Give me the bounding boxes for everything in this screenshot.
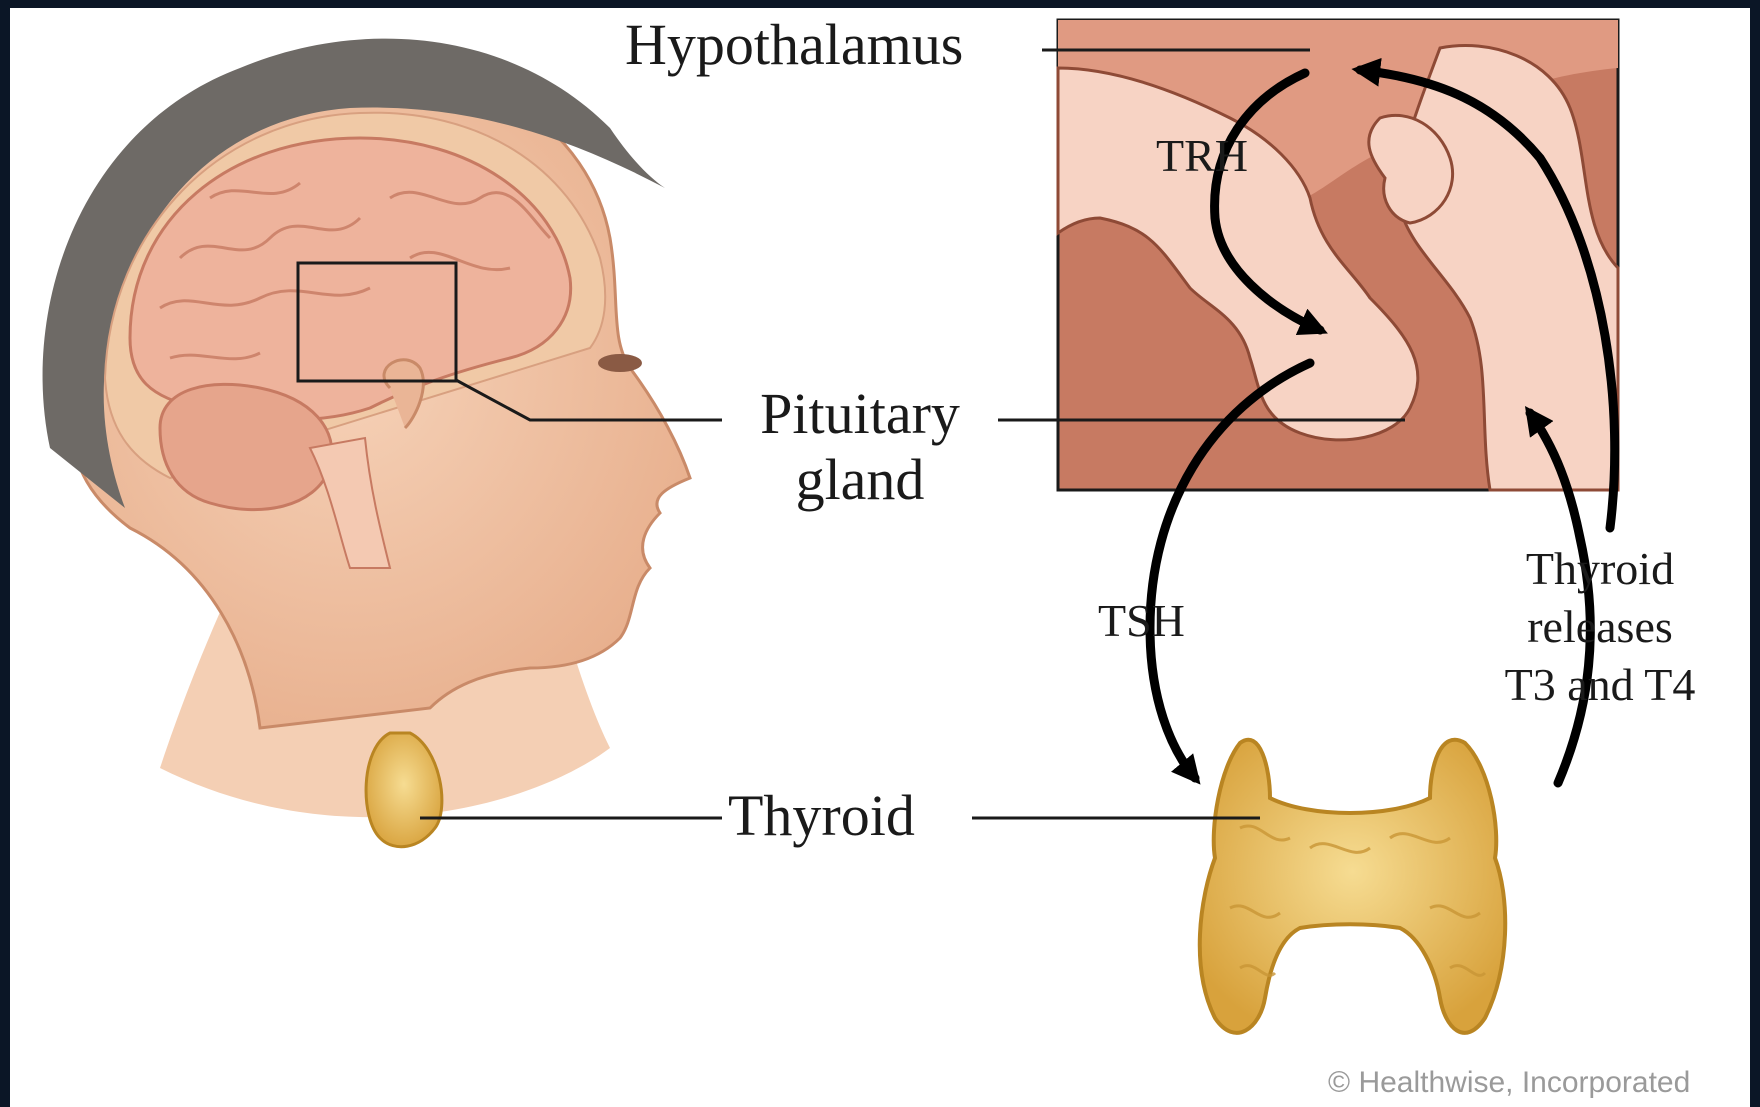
thyroid-releases-label: Thyroid releases T3 and T4 xyxy=(1455,546,1745,708)
thyroid-label: Thyroid xyxy=(728,787,915,845)
pituitary-gland-label: Pituitary gland xyxy=(722,385,998,509)
release-label-line3: T3 and T4 xyxy=(1455,662,1745,708)
hypothalamus-label: Hypothalamus xyxy=(625,16,963,74)
diagram-canvas: Hypothalamus Pituitary gland Thyroid TRH… xyxy=(10,8,1750,1107)
trh-label: TRH xyxy=(1156,133,1248,179)
pituitary-label-line2: gland xyxy=(722,451,998,509)
tsh-label: TSH xyxy=(1098,598,1185,644)
head-illustration xyxy=(43,39,690,847)
copyright-credit: © Healthwise, Incorporated xyxy=(1328,1066,1690,1100)
eye-shape xyxy=(598,354,642,372)
release-label-line2: releases xyxy=(1455,604,1745,650)
pituitary-label-line1: Pituitary xyxy=(722,385,998,443)
thyroid-gland-large xyxy=(1200,740,1505,1033)
release-label-line1: Thyroid xyxy=(1455,546,1745,592)
